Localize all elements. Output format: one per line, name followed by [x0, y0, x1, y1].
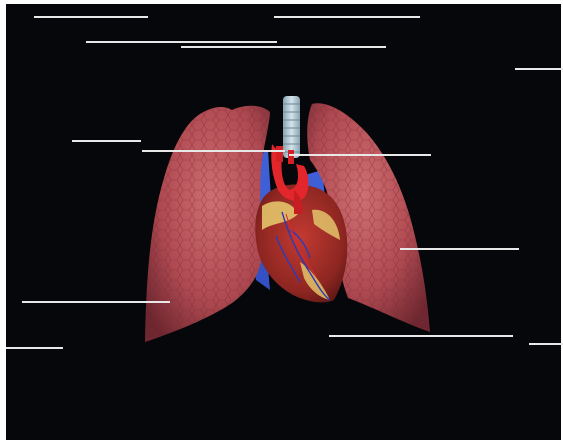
- left-lung: [145, 106, 270, 342]
- leader-lines: [6, 17, 563, 348]
- trachea: [283, 96, 300, 158]
